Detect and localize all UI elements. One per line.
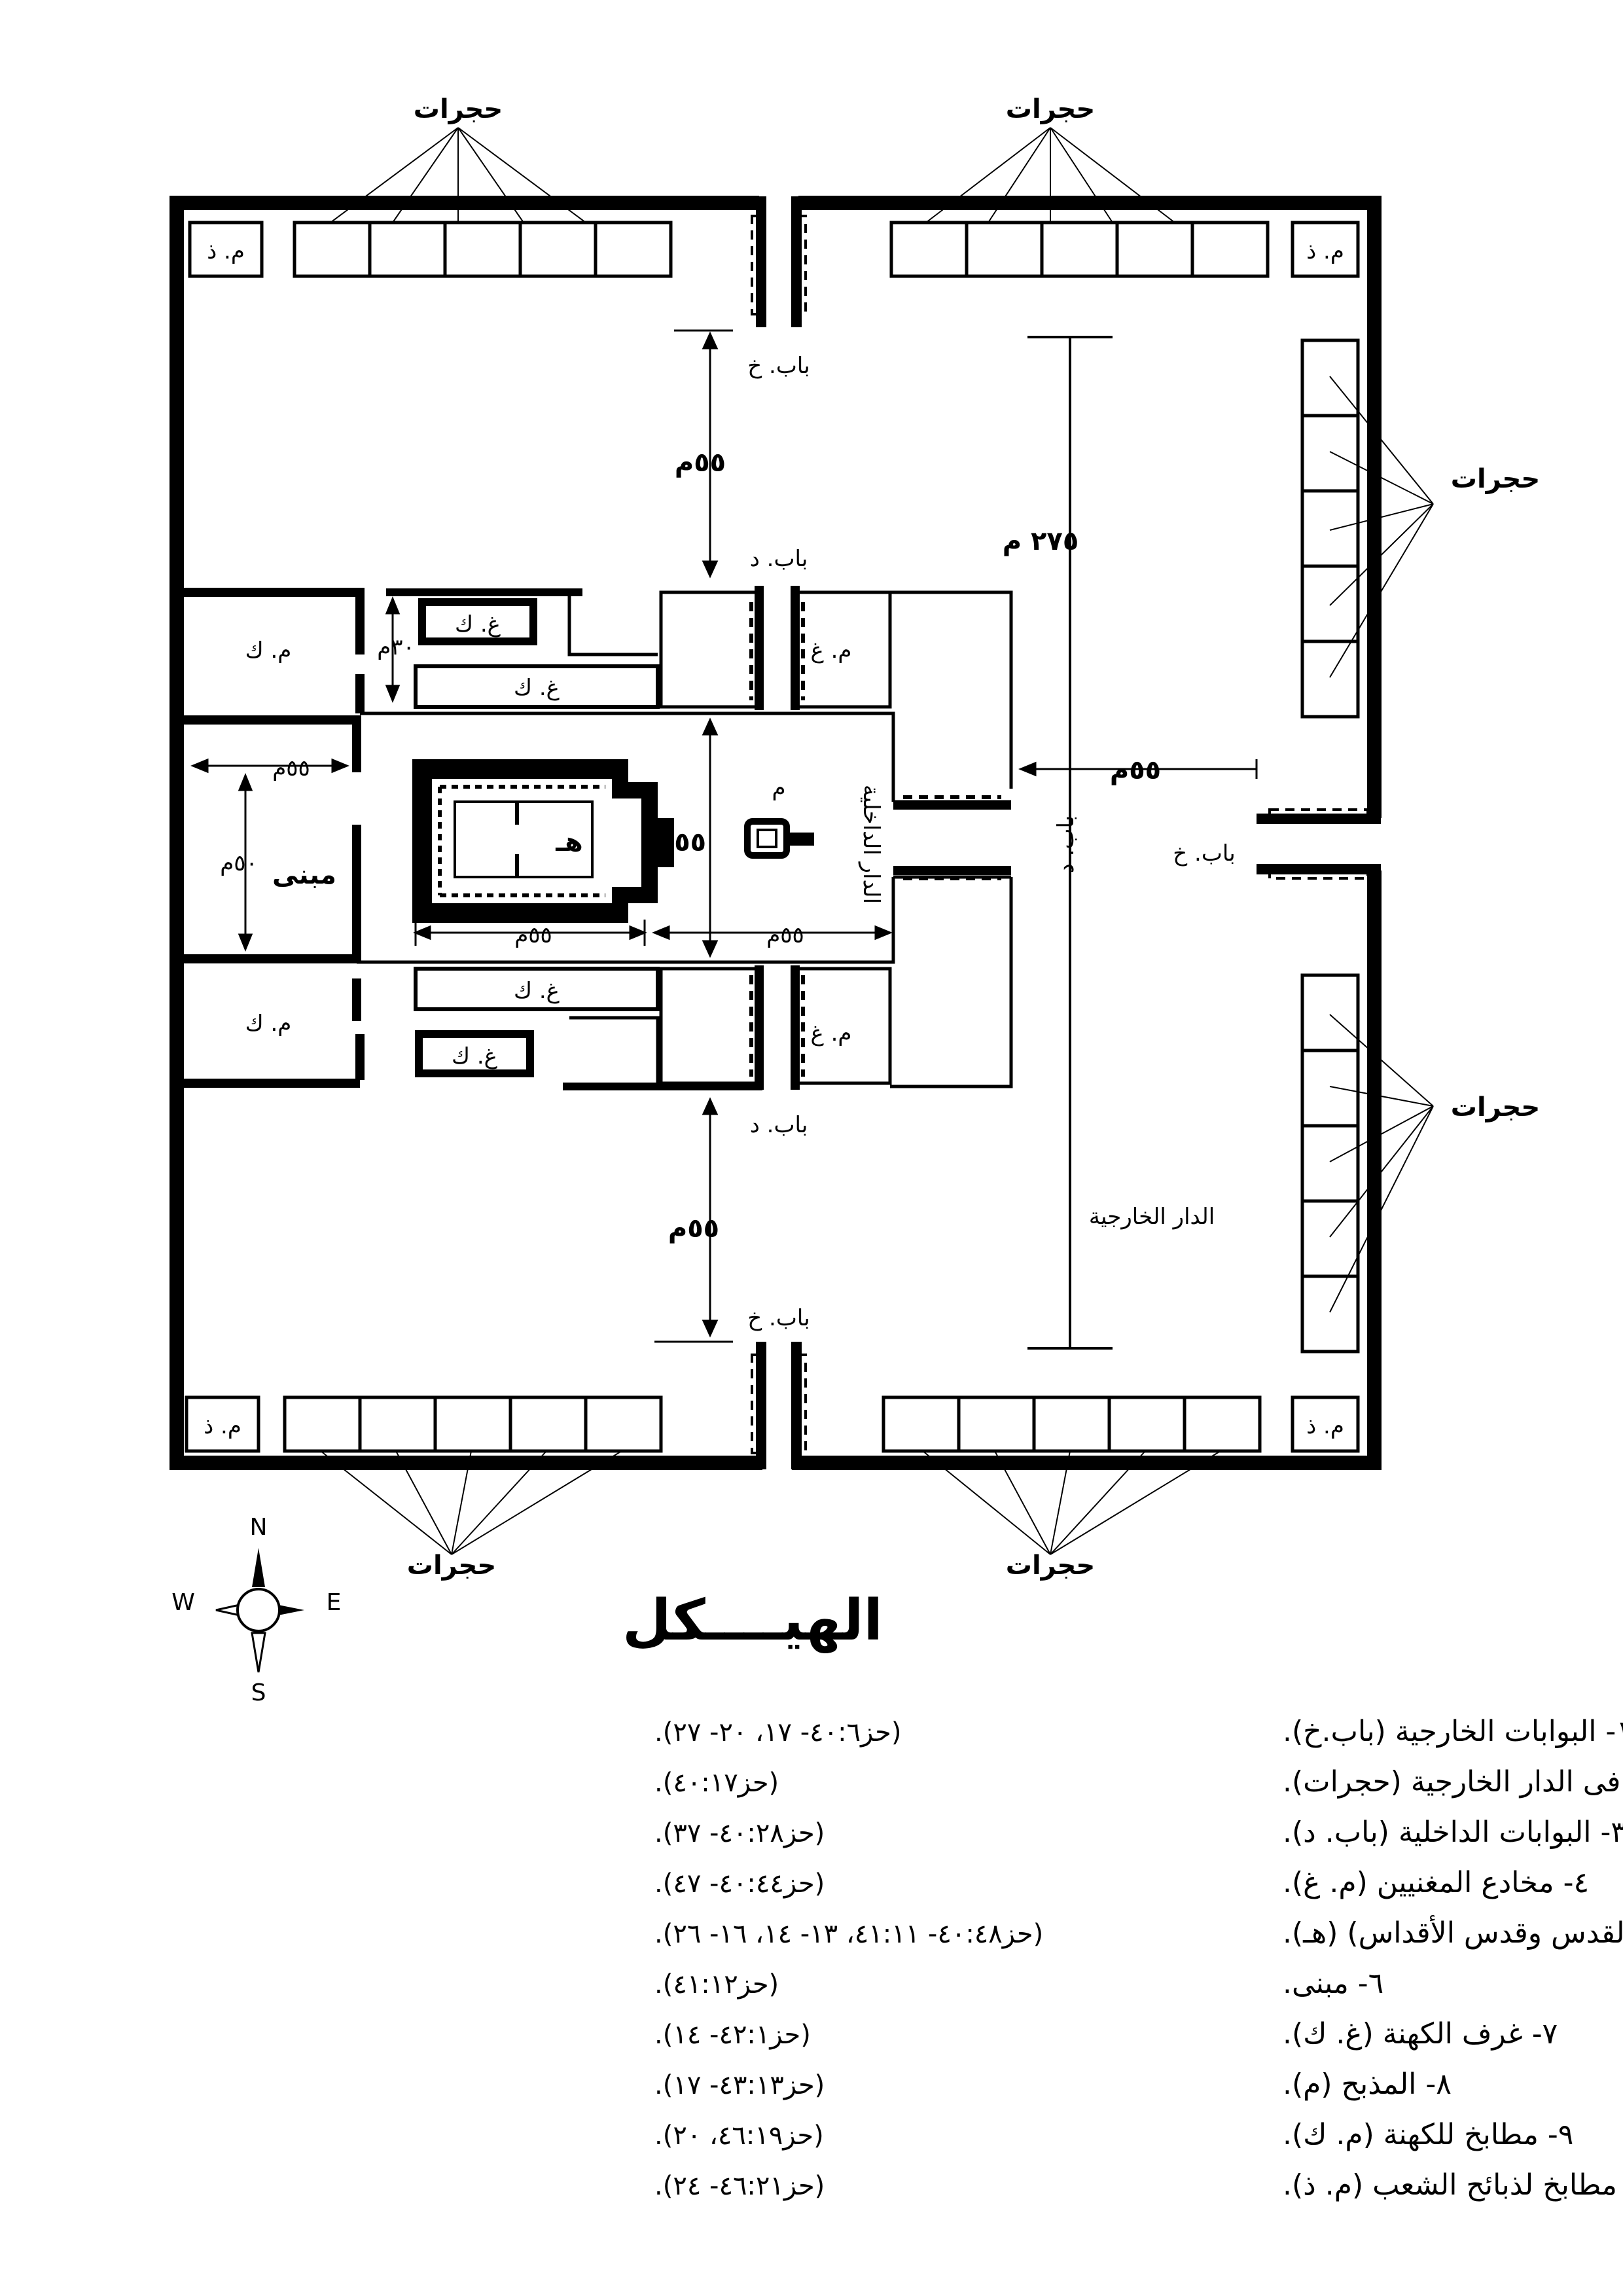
- rooms-east-upper: [1300, 338, 1360, 719]
- rooms-south-east: [882, 1395, 1262, 1453]
- priests-room-1: غ. ك: [455, 611, 501, 637]
- outer-gate-north: [751, 196, 807, 327]
- legend-ref-10: (حز٤٦:٢١- ٢٤).: [654, 2171, 825, 2201]
- legend-item-8: ٨- المذبح (م).: [1283, 2068, 1452, 2101]
- outer-gate-s-label: باب. خ: [747, 1305, 810, 1331]
- legend-ref-2: (حز٤٠:١٧).: [654, 1768, 779, 1798]
- kitchen-people-se: م. ذ: [1306, 1413, 1344, 1439]
- legend-item-6: ٦- مبنى.: [1283, 1967, 1383, 2000]
- rooms-label-nw: حجرات: [414, 94, 503, 124]
- legend-ref-5: (حز٤٠:٤٨- ٤١:١١، ١٣- ١٤، ١٦- ٢٦).: [654, 1919, 1043, 1949]
- legend-item-3: ٣- البوابات الداخلية (باب. د).: [1283, 1816, 1623, 1849]
- dim-275: ٢٧٥ م: [1003, 526, 1079, 556]
- inner-gate-south: [749, 965, 805, 1090]
- temple-label: هـ: [555, 827, 582, 857]
- dim-court-55: ٥٥م: [766, 922, 804, 948]
- singers-room-s: م. غ: [811, 1020, 852, 1047]
- rooms-label-ne: حجرات: [1006, 94, 1095, 124]
- temple-sanctuary: [412, 759, 674, 923]
- west-block: [177, 588, 365, 1088]
- inner-gate-e-label: باب. د: [1053, 816, 1079, 874]
- legend-item-7: ٧- غرف الكهنة (غ. ك).: [1283, 2017, 1558, 2051]
- legend-item-1: ١- البوابات الخارجية (باب.خ).: [1283, 1715, 1623, 1748]
- dim-50: ٥٠م: [220, 850, 258, 876]
- dim-temple-55: ٥٥م: [514, 922, 552, 948]
- rooms-north-west: [293, 221, 673, 278]
- compass-n: N: [250, 1514, 268, 1541]
- dim-south: ٥٥م: [668, 1213, 719, 1244]
- legend-ref-7: (حز٤٢:١- ١٤).: [654, 2020, 811, 2050]
- diagram-title: الهيــــكل: [622, 1588, 883, 1653]
- dim-east-court: ٥٥م: [1110, 755, 1161, 785]
- rooms-north-east: [889, 221, 1270, 278]
- priests-rooms: [386, 588, 762, 1090]
- outer-gate-n-label: باب. خ: [747, 353, 810, 379]
- legend-ref-3: (حز٤٠:٢٨- ٣٧).: [654, 1818, 825, 1848]
- priests-room-4: غ. ك: [452, 1043, 497, 1069]
- dim-inner-vert: ٥٥م: [655, 827, 706, 857]
- kitchen-people-sw: م. ذ: [204, 1413, 241, 1439]
- kitchen-priests-s: م. ك: [245, 1011, 292, 1037]
- altar-label: م: [772, 775, 785, 801]
- legend-ref-8: (حز٤٣:١٣- ١٧).: [654, 2070, 825, 2100]
- rooms-label-e-upper: حجرات: [1451, 464, 1540, 494]
- outer-gate-south: [751, 1342, 807, 1469]
- kitchen-priests-n: م. ك: [245, 637, 292, 664]
- kitchen-people-nw: م. ذ: [207, 238, 245, 264]
- legend-item-5: ٥- الهيكل (القدس وقدس الأقداس) (هـ).: [1283, 1914, 1623, 1950]
- priests-room-2: غ. ك: [514, 675, 560, 701]
- singers-room-n: م. غ: [811, 637, 852, 664]
- dim-30: ٣٠م: [377, 634, 415, 660]
- rooms-label-se: حجرات: [1006, 1551, 1095, 1581]
- compass-rose: N S W E: [171, 1514, 341, 1706]
- rooms-east-lower: [1300, 973, 1360, 1354]
- legend-item-2: ٢- ٣٠حجرة فى الدار الخارجية (حجرات).: [1283, 1765, 1623, 1799]
- compass-w: W: [171, 1589, 195, 1616]
- priests-room-3: غ. ك: [514, 978, 560, 1004]
- rooms-label-e-lower: حجرات: [1451, 1092, 1540, 1122]
- legend: ١- البوابات الخارجية (باب.خ). (حز٤٠:٦- ١…: [654, 1715, 1623, 2202]
- legend-ref-6: (حز٤١:١٢).: [654, 1969, 779, 2000]
- dimension-lines: [190, 329, 1258, 1350]
- altar: [744, 818, 814, 859]
- legend-item-10: ١٠- مطابخ لذبائح الشعب (م. ذ).: [1283, 2168, 1623, 2202]
- legend-ref-1: (حز٤٠:٦- ١٧، ٢٠- ٢٧).: [654, 1717, 902, 1748]
- room-pointer-lines: [320, 127, 1434, 1555]
- legend-item-4: ٤- مخادع المغنيين (م. غ).: [1283, 1866, 1589, 1899]
- kitchen-people-ne: م. ذ: [1306, 238, 1344, 264]
- dim-west-55: ٥٥م: [272, 755, 310, 781]
- outer-court-label: الدار الخارجية: [1089, 1204, 1215, 1230]
- outer-gate-east: [1257, 808, 1381, 880]
- dim-north: ٥٥م: [675, 448, 726, 478]
- legend-ref-4: (حز٤٠:٤٤- ٤٧).: [654, 1869, 825, 1899]
- outer-gate-e-label: باب. خ: [1173, 840, 1235, 867]
- rooms-south-west: [283, 1395, 663, 1453]
- legend-ref-9: (حز٤٦:١٩، ٢٠).: [654, 2121, 824, 2151]
- inner-gate-s-label: باب. د: [750, 1112, 808, 1138]
- compass-s: S: [251, 1679, 266, 1706]
- inner-court-label: الدار الداخلية: [858, 785, 884, 904]
- legend-item-9: ٩- مطابخ للكهنة (م. ك).: [1283, 2118, 1573, 2151]
- compass-e: E: [327, 1589, 342, 1616]
- diagram-labels: حجرات حجرات حجرات حجرات حجرات حجرات م. ذ…: [204, 94, 1540, 1581]
- people-kitchens: [185, 221, 1360, 1453]
- building-label: مبنى: [272, 860, 336, 890]
- inner-gate-n-label: باب. د: [750, 546, 808, 572]
- rooms-label-sw: حجرات: [407, 1551, 496, 1581]
- inner-gate-north: [749, 586, 805, 710]
- inner-gate-east: [893, 795, 1011, 880]
